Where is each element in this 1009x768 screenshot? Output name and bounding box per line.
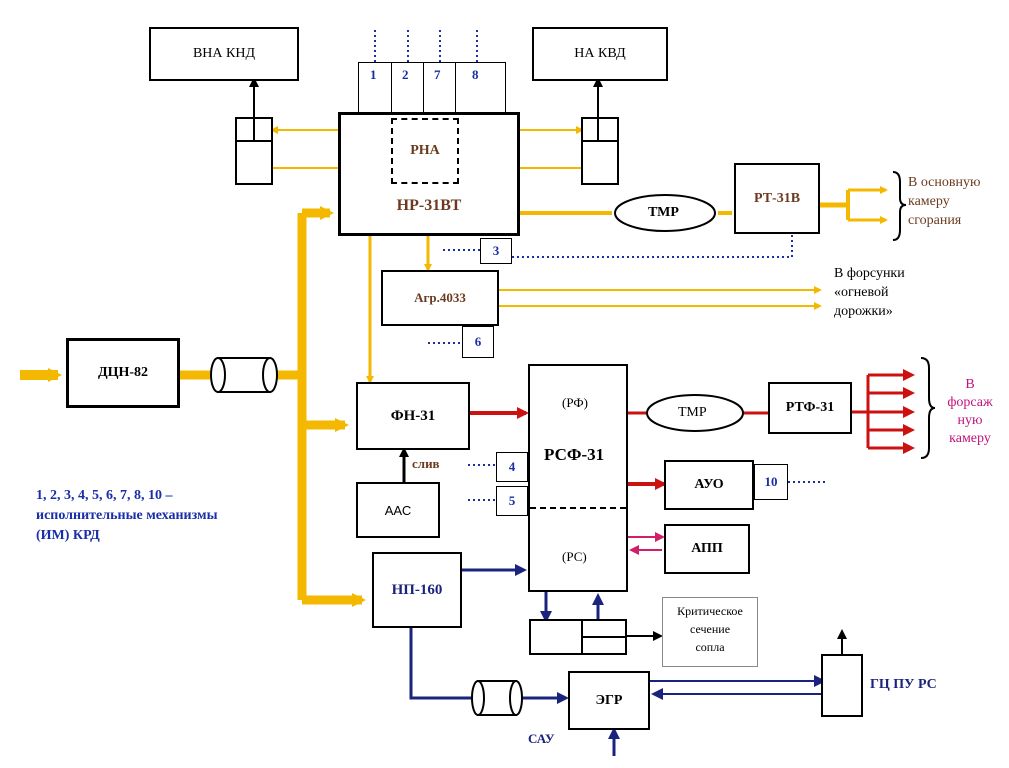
rtf31-box: РТФ-31	[768, 382, 852, 434]
rna-label: РНА	[410, 143, 440, 158]
rs-label: (РС)	[562, 549, 587, 564]
rt31v-box: РТ-31В	[734, 163, 820, 234]
main-chamber-label: В основную камеру сгорания	[908, 173, 980, 230]
legend: 1, 2, 3, 4, 5, 6, 7, 8, 10 – исполнитель…	[36, 486, 218, 546]
filter-cylinders	[210, 357, 523, 716]
actuator-2-label: 2	[402, 67, 409, 82]
fn31-box: ФН-31	[356, 382, 470, 450]
forsazh-lines	[470, 369, 915, 490]
forsunki-line-1: В форсунки	[834, 266, 905, 281]
forsunki-line-3: дорожки»	[834, 304, 893, 319]
forsazh-line-2: форсаж	[947, 395, 993, 410]
fn31-label: ФН-31	[390, 407, 436, 424]
sau-label: САУ	[528, 731, 555, 746]
actuator-10-label: 10	[764, 474, 778, 489]
dcn82-label: ДЦН-82	[97, 365, 149, 380]
na-kvd-box: НА КВД	[532, 27, 668, 81]
sliv-label: слив	[412, 456, 440, 471]
rsf31-divider	[530, 507, 626, 509]
rsf31-label: РСФ-31	[544, 445, 605, 464]
auo-box: АУО	[664, 460, 754, 510]
vna-knd-label: ВНА КНД	[192, 46, 256, 61]
rna-box: РНА	[391, 118, 459, 184]
actuator-10-box: 10	[754, 464, 788, 500]
actuator-3-label: 3	[492, 243, 500, 258]
gc-pu-rs-label: ГЦ ПУ РС	[870, 677, 937, 692]
actuator-5-label: 5	[508, 493, 516, 508]
agr4033-box: Агр.4033	[381, 270, 499, 326]
auo-label: АУО	[694, 477, 724, 492]
np160-box: НП-160	[372, 552, 462, 628]
fuel-lines	[20, 126, 888, 607]
egr-label: ЭГР	[595, 692, 623, 708]
actuator-strip	[358, 62, 506, 114]
forsunki-line-2: «огневой	[834, 285, 889, 300]
legend-line-1: 1, 2, 3, 4, 5, 6, 7, 8, 10 –	[36, 488, 173, 503]
actuator-7-label: 7	[434, 67, 441, 82]
main-chamber-line-1: В основную	[908, 175, 981, 190]
app-label: АПП	[691, 541, 723, 556]
main-chamber-line-3: сгорания	[908, 213, 962, 228]
actuator-8-label: 8	[472, 67, 479, 82]
actuator-4-label: 4	[508, 459, 516, 474]
agr4033-label: Агр.4033	[414, 290, 466, 305]
rf-label: (РФ)	[562, 395, 588, 410]
tmr-shapes	[614, 194, 744, 432]
forsazh-chamber-label: В форсаж ную камеру	[940, 376, 1000, 448]
app-lines	[628, 532, 665, 555]
na-kvd-label: НА КВД	[574, 46, 626, 61]
braces	[892, 171, 936, 459]
forsunki-label: В форсунки «огневой дорожки»	[834, 264, 905, 321]
actuator-3-box: 3	[480, 238, 512, 264]
aas-label: ААС	[384, 502, 412, 518]
actuator-leads	[374, 30, 826, 501]
aas-box: ААС	[356, 482, 440, 538]
actuator-4-box: 4	[496, 452, 528, 482]
actuator-cylinders	[235, 117, 863, 717]
nr31vt-label: НР-31ВТ	[396, 197, 462, 214]
critical-section-line-3: сопла	[695, 640, 725, 654]
legend-line-2: исполнительные механизмы	[36, 508, 218, 523]
forsazh-line-1: В	[965, 377, 975, 392]
actuator-6-box: 6	[462, 326, 494, 358]
vna-knd-box: ВНА КНД	[149, 27, 299, 81]
rtf31-label: РТФ-31	[785, 400, 835, 415]
tmr-main-label: ТМР	[648, 205, 679, 220]
rt31v-label: РТ-31В	[753, 190, 801, 206]
forsazh-line-4: камеру	[949, 431, 991, 446]
actuator-5-box: 5	[496, 486, 528, 516]
actuator-6-label: 6	[474, 334, 482, 349]
rsf31-box: (РФ) РСФ-31 (РС)	[528, 364, 628, 592]
legend-line-3: (ИМ) КРД	[36, 528, 100, 543]
critical-section-line-1: Критическое	[677, 604, 743, 618]
critical-section-line-2: сечение	[689, 622, 731, 636]
critical-section-box: Критическое сечение сопла	[662, 597, 758, 667]
egr-box: ЭГР	[568, 671, 650, 730]
main-chamber-line-2: камеру	[908, 194, 950, 209]
actuator-1-label: 1	[370, 67, 377, 82]
dcn82-box: ДЦН-82	[66, 338, 180, 408]
forsazh-line-3: ную	[957, 413, 983, 428]
control-lines	[409, 564, 826, 756]
np160-label: НП-160	[391, 581, 443, 598]
app-box: АПП	[664, 524, 750, 574]
tmr-fors-label: ТМР	[678, 405, 707, 420]
